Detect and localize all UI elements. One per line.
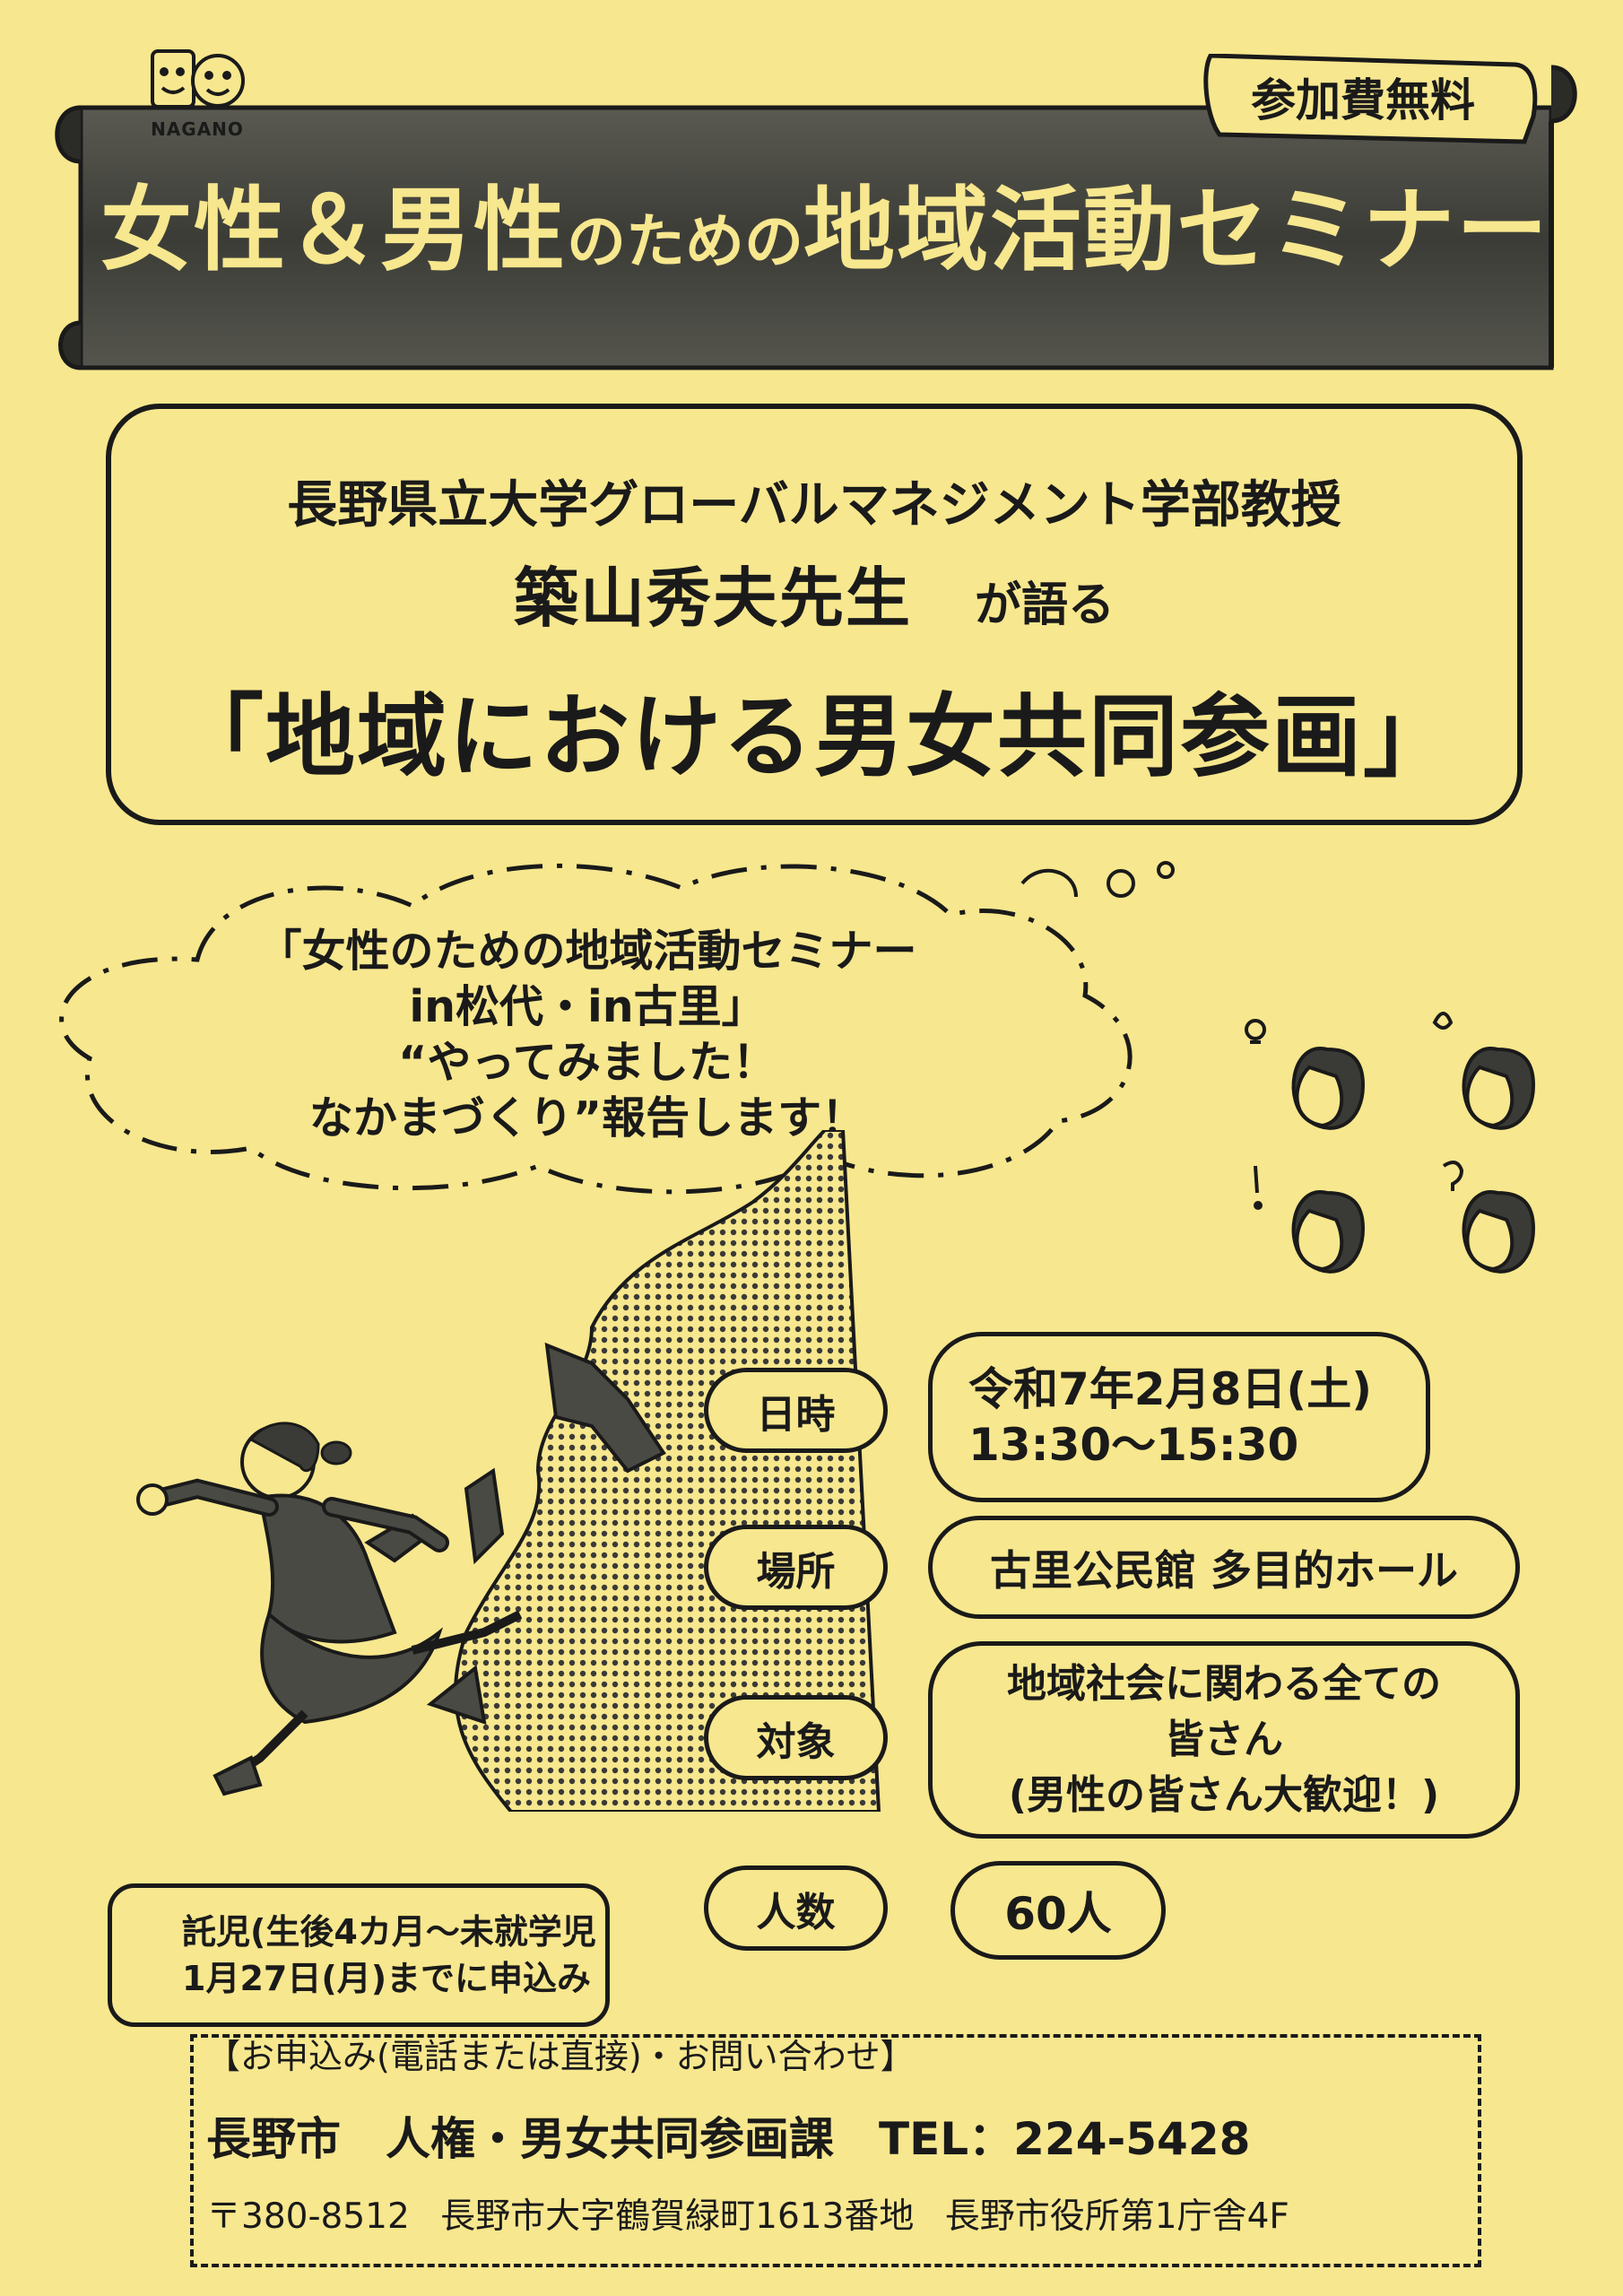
cloud-line-1: 「女性のための地域活動セミナー (257, 926, 917, 977)
capacity-value: 60人 (950, 1861, 1166, 1960)
cloud-line-4: なかまづくり”報告します！ (308, 1092, 866, 1144)
datetime-date: 令和7年2月8日(土) (968, 1363, 1373, 1415)
logo-text: NAGANO (151, 118, 244, 140)
running-woman-illustration (136, 1130, 881, 1812)
title-part-3: 地域活動セミナー (803, 178, 1549, 284)
title-part-2: のための (567, 207, 803, 276)
datetime-time: 13:30〜15:30 (968, 1419, 1299, 1471)
cloud-text: 「女性のための地域活動セミナー in松代・in古里」 “やってみました！ なかま… (206, 924, 968, 1146)
women-faces-illustration (1245, 1012, 1536, 1274)
childcare-notice: 託児(生後4カ月〜未就学児 1月27日(月)までに申込み (108, 1883, 610, 2027)
title-banner-scroll (55, 54, 1577, 370)
cloud-line-2: in松代・in古里」 (409, 981, 766, 1032)
seminar-title: 女性＆男性 のための 地域活動セミナー (100, 157, 1548, 309)
lecture-title: 「地域における男女共同参画」 (174, 684, 1454, 789)
contact-address: 〒380-8512 長野市大字鶴賀緑町1613番地 長野市役所第1庁舎4F (206, 2196, 1289, 2237)
title-part-1: 女性＆男性 (100, 178, 567, 284)
datetime-label: 日時 (704, 1368, 888, 1453)
contact-department-line: 長野市 人権・男女共同参画課 TEL：224-5428 (206, 2103, 1250, 2168)
nagano-logo (151, 49, 245, 109)
lecturer-name: 築山秀夫先生 (513, 561, 912, 636)
contact-box (190, 2034, 1481, 2267)
childcare-line-2: 1月27日(月)までに申込み (182, 1959, 592, 1998)
target-line-1: 地域社会に関わる全ての (1007, 1661, 1441, 1707)
place-label: 場所 (704, 1525, 888, 1610)
target-value: 地域社会に関わる全ての 皆さん (男性の皆さん大歓迎！) (928, 1641, 1520, 1839)
place-value: 古里公民館 多目的ホール (928, 1516, 1520, 1619)
childcare-line-1: 託児(生後4カ月〜未就学児 (182, 1912, 596, 1952)
cloud-line-3: “やってみました！ (398, 1037, 777, 1088)
lecturer-line: 築山秀夫先生 が語る (106, 545, 1523, 639)
target-line-3: (男性の皆さん大歓迎！) (1008, 1772, 1440, 1818)
contact-heading: 【お申込み(電話または直接)・お問い合わせ】 (206, 2037, 915, 2076)
contact-phone: TEL：224-5428 (879, 2113, 1251, 2165)
target-label: 対象 (704, 1695, 888, 1780)
datetime-value: 令和7年2月8日(土) 13:30〜15:30 (928, 1332, 1430, 1502)
free-admission-tag: 参加費無料 (1251, 74, 1475, 126)
lecture-box (106, 404, 1523, 825)
capacity-label: 人数 (704, 1866, 888, 1951)
lecturer-suffix: が語る (975, 578, 1115, 632)
thought-cloud (59, 861, 1175, 1195)
contact-department: 長野市 人権・男女共同参画課 (206, 2113, 834, 2165)
target-line-2: 皆さん (1165, 1717, 1283, 1762)
lecturer-affiliation: 長野県立大学グローバルマネジメント学部教授 (287, 476, 1341, 535)
